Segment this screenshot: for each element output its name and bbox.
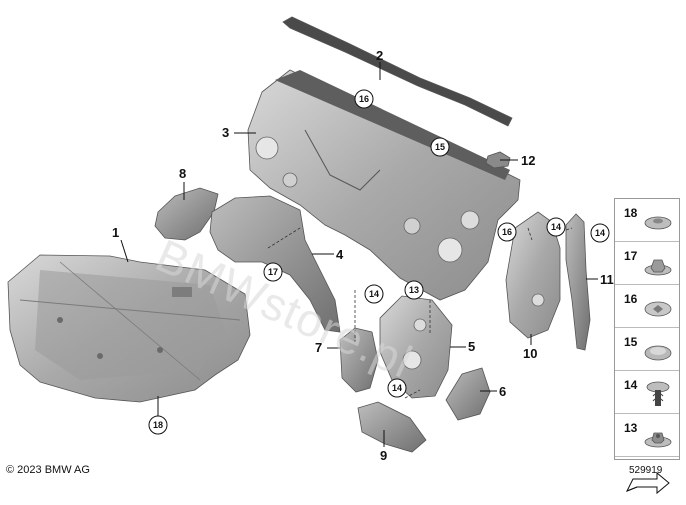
label-9: 9 [380,448,387,463]
part-number-labels: 1 2 3 4 5 6 7 8 9 10 11 12 [112,48,614,463]
callout-17: 17 [268,267,278,277]
fastener-number: 13 [624,421,638,435]
top-seal-strip-part [282,16,513,127]
leader-lines [120,62,598,447]
clip-part-12 [485,151,511,169]
underbody-shield-part [7,254,251,403]
label-11: 11 [600,272,614,287]
firewall-bulkhead-part [247,69,521,301]
fastener-number: 15 [624,335,638,349]
dome-clip-icon [644,345,672,361]
bracket-insulation-part-8 [154,187,219,241]
center-insulation-part-5 [379,295,453,399]
bracket-part-6 [445,367,491,421]
circled-callout-numbers: 16 15 16 14 14 17 14 13 14 18 [153,94,605,430]
right-insulation-part-10 [505,211,561,339]
callout-14-center: 14 [369,289,379,299]
label-8: 8 [179,166,186,181]
fastener-cell: 16 [615,285,679,328]
label-7: 7 [315,340,322,355]
callout-18: 18 [153,420,163,430]
fastener-number: 18 [624,206,638,220]
copyright-text: © 2023 BMW AG [6,464,90,476]
label-10: 10 [523,346,537,361]
insulation-part-7 [339,327,379,393]
circled-callouts [148,89,610,435]
flat-clip-icon [644,216,672,230]
label-1: 1 [112,225,119,240]
hex-nut-icon [644,259,672,276]
parts-diagram: 1 2 3 4 5 6 7 8 9 10 11 12 16 15 16 14 1… [7,16,614,463]
fastener-cell: 18 [615,199,679,242]
label-3: 3 [222,125,229,140]
right-strip-part-11 [565,213,591,351]
fastener-cell: 13 [615,414,679,457]
callout-14-lower: 14 [392,383,402,393]
callout-14-right-a: 14 [551,222,561,232]
star-clip-icon [644,301,672,317]
fastener-cell: 15 [615,328,679,371]
callout-16-right: 16 [502,227,512,237]
fastener-number: 16 [624,292,638,306]
callout-13: 13 [409,285,419,295]
label-5: 5 [468,339,475,354]
expanding-rivet-icon [646,381,670,406]
label-12: 12 [521,153,535,168]
diagram-id: 529919 [629,465,663,476]
fastener-number: 17 [624,249,638,263]
label-4: 4 [336,247,344,262]
label-2: 2 [376,48,383,63]
callout-15: 15 [435,142,445,152]
lower-insulation-part-9 [357,401,427,453]
callout-14-right-b: 14 [595,228,605,238]
fastener-cell: 14 [615,371,679,414]
fastener-number: 14 [624,378,638,392]
flange-nut-icon [644,432,672,448]
callout-16-top: 16 [359,94,369,104]
fastener-cell: 17 [615,242,679,285]
label-6: 6 [499,384,506,399]
fastener-panel: 18 17 16 15 14 13 [614,198,680,495]
